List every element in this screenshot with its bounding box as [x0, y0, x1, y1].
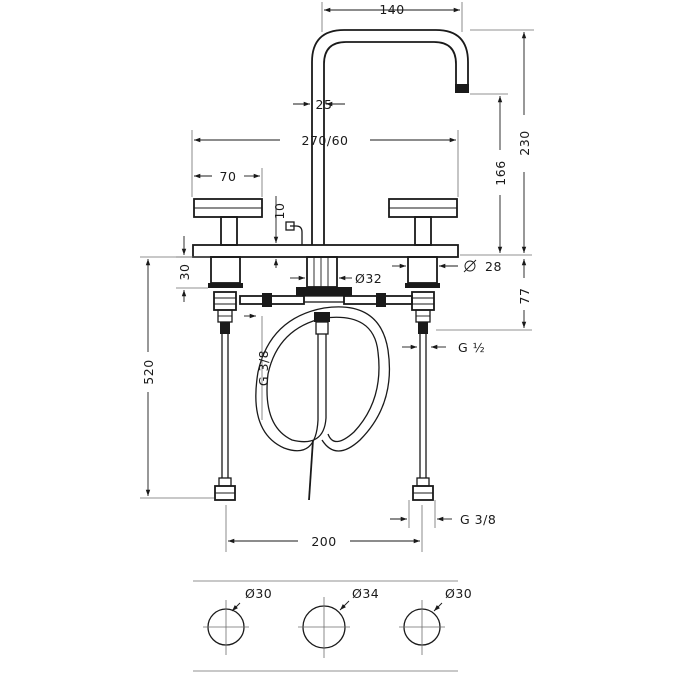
label-spout-shank-diameter: Ø32	[355, 271, 382, 286]
label-below-deck-depth: 77	[517, 288, 532, 305]
label-spout-reach: 140	[379, 2, 404, 17]
label-spout-height: 166	[493, 160, 508, 185]
dim-spout-diameter: 25	[293, 97, 345, 112]
dim-spout-height: 166	[460, 93, 532, 256]
dim-connection-g-half: G ½	[402, 340, 485, 355]
hole-right: Ø30	[399, 586, 472, 655]
hole-pattern: Ø30 Ø34 Ø30	[193, 580, 472, 672]
label-connection-supply-left: G 3/8	[256, 350, 271, 386]
dim-supply-spacing: 200	[225, 505, 423, 552]
label-lever-height: 10	[272, 203, 287, 220]
deck-plate	[192, 244, 459, 258]
dim-spout-reach: 140	[321, 2, 463, 32]
spout-hose-loop	[255, 306, 391, 501]
dim-lever-height: 10	[272, 196, 287, 268]
label-total-height: 230	[517, 130, 532, 155]
right-handle	[388, 198, 458, 246]
label-deck-thickness: 30	[177, 264, 192, 281]
label-hole-right: Ø30	[445, 586, 472, 601]
dim-handle-width: 70	[194, 168, 263, 197]
left-supply-hose	[214, 309, 236, 501]
dim-hose-length: 520	[140, 256, 214, 499]
label-hose-length: 520	[141, 359, 156, 384]
label-handle-spacing: 270/60	[302, 133, 349, 148]
popup-lever	[285, 221, 303, 245]
hole-center: Ø34	[298, 586, 379, 658]
label-hole-left: Ø30	[245, 586, 272, 601]
label-hole-center: Ø34	[352, 586, 379, 601]
label-connection-supply-bottom: G 3/8	[460, 512, 496, 527]
label-spout-diameter: 25	[316, 97, 333, 112]
dim-supply-bottom: G 3/8	[390, 500, 496, 528]
dim-shank-diameter: 28	[392, 259, 502, 274]
aerator	[455, 84, 469, 93]
label-supply-spacing: 200	[311, 534, 336, 549]
label-handle-width: 70	[220, 169, 237, 184]
hole-left: Ø30	[203, 586, 272, 655]
right-valve	[405, 256, 440, 311]
dim-spout-shank: Ø32	[290, 271, 382, 286]
dim-deck-thickness: 30	[176, 236, 210, 302]
cross-pipes	[239, 293, 413, 307]
left-handle	[193, 198, 263, 246]
spout	[311, 29, 469, 245]
label-shank-diameter: 28	[485, 259, 502, 274]
label-connection-hot-cold: G ½	[458, 340, 485, 355]
dim-below-deck: 77	[436, 259, 532, 331]
left-valve	[208, 256, 243, 311]
dim-handle-spacing: 270/60	[191, 130, 459, 197]
dim-total-height: 230	[470, 29, 534, 253]
dim-supply-left: G 3/8	[244, 313, 271, 420]
right-supply-hose	[412, 309, 434, 501]
